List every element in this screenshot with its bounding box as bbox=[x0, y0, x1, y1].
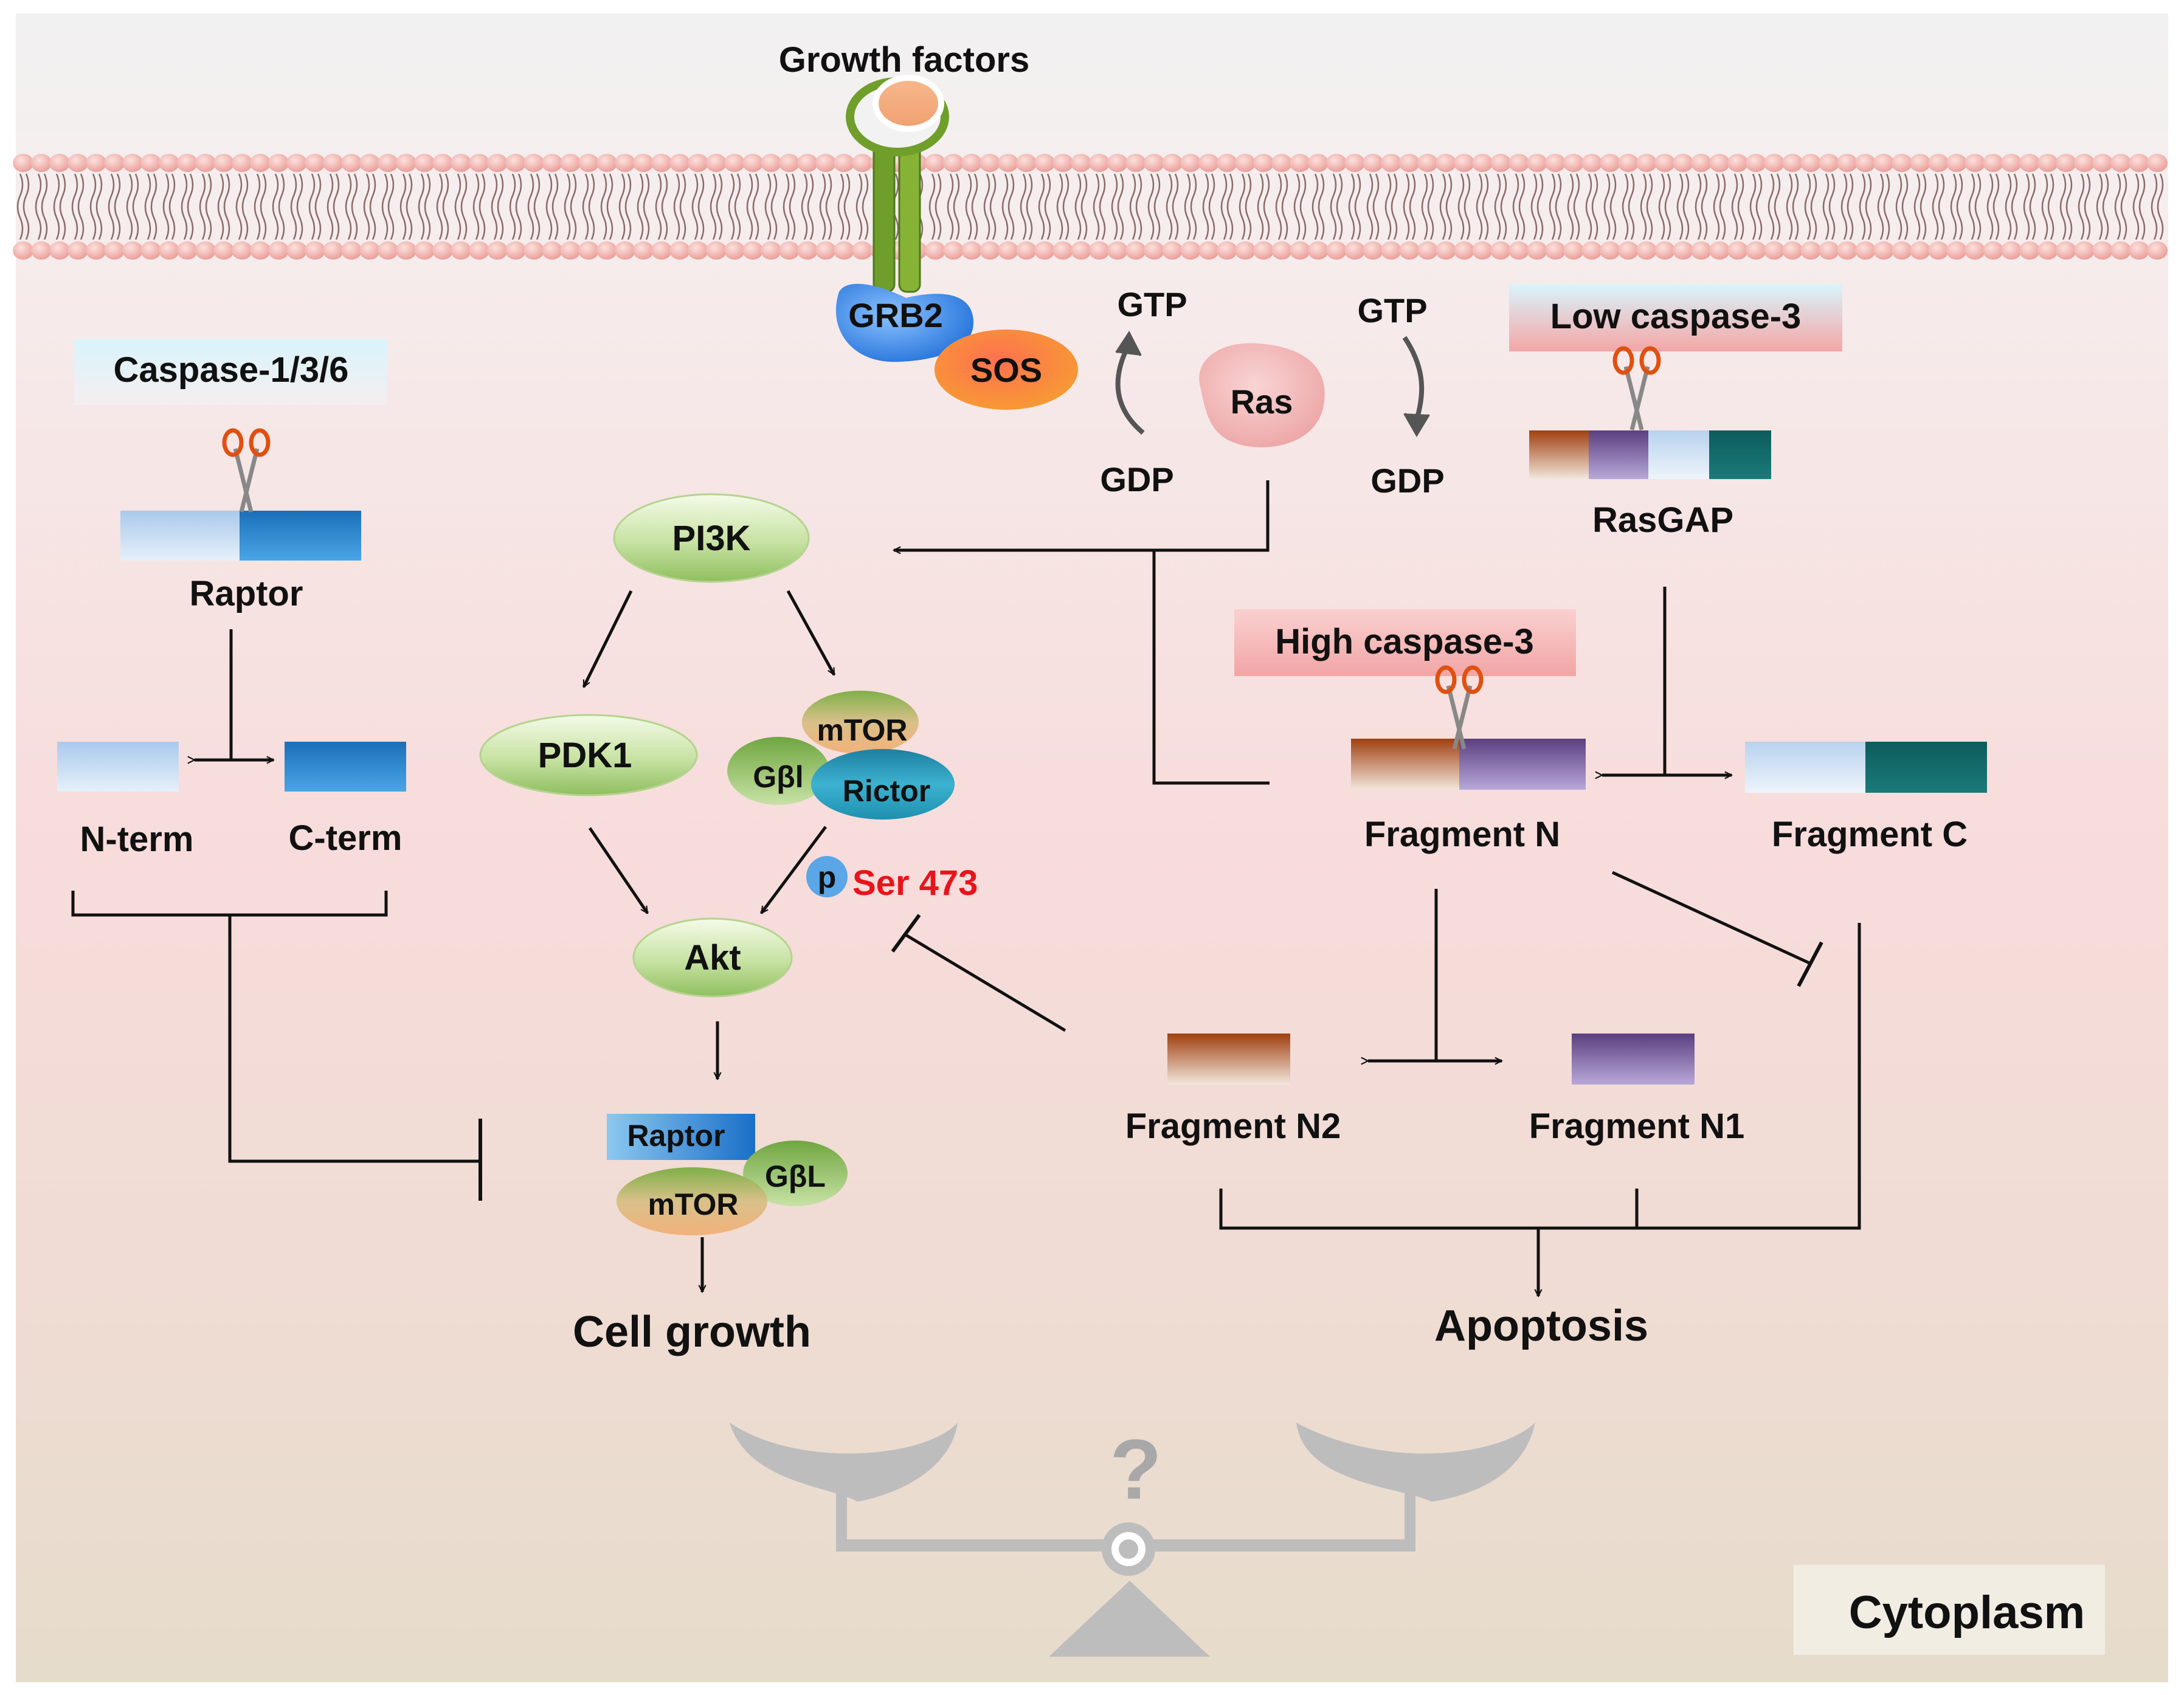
high-caspase-box bbox=[1234, 609, 1576, 676]
pi3k-label: PI3K bbox=[672, 519, 751, 558]
c-term-fragment bbox=[285, 742, 406, 792]
cell-membrane bbox=[13, 154, 2168, 260]
cytoplasm-box bbox=[1794, 1565, 2105, 1655]
scissors-icon bbox=[222, 428, 271, 513]
n-term-fragment bbox=[57, 742, 179, 792]
caspase-136-label: Caspase-1/3/6 bbox=[114, 350, 349, 390]
growth-factors-label: Growth factors bbox=[779, 40, 1030, 80]
balance-question-mark: ? bbox=[1110, 1421, 1162, 1517]
raptor-bar bbox=[120, 511, 361, 561]
mtorc1-mtor-label: mTOR bbox=[648, 1187, 738, 1221]
ras-protein bbox=[1199, 343, 1325, 447]
n2-inhibition-bar bbox=[891, 914, 921, 953]
caspase-136-box bbox=[74, 339, 387, 405]
phospho-label: p bbox=[818, 860, 837, 894]
fragment-n2-label: Fragment N2 bbox=[1125, 1106, 1341, 1146]
pi3k-to-mtorc2-arrow bbox=[786, 590, 836, 675]
mtorc2-gbl-label: Gβl bbox=[753, 760, 803, 794]
gdp-to-gtp-arrow bbox=[1115, 345, 1145, 435]
rasgap-label: RasGAP bbox=[1592, 500, 1733, 540]
fragment-n-label: Fragment N bbox=[1364, 815, 1560, 854]
fragment-n-bar bbox=[1351, 739, 1586, 790]
akt-label: Akt bbox=[684, 938, 741, 978]
pdk1-to-akt-arrow bbox=[588, 827, 649, 913]
scissors-icon bbox=[1435, 665, 1484, 750]
low-caspase-box bbox=[1509, 285, 1842, 351]
ras-label: Ras bbox=[1231, 382, 1293, 421]
akt-node bbox=[632, 917, 793, 998]
mtorc1-raptor-label: Raptor bbox=[627, 1119, 725, 1153]
low-caspase-label: Low caspase-3 bbox=[1550, 297, 1802, 336]
pi3k-node bbox=[613, 493, 810, 583]
c-term-label: C-term bbox=[289, 818, 403, 858]
balance-scale-icon bbox=[730, 1423, 1535, 1657]
mtorc1-complex bbox=[607, 1114, 848, 1235]
growth-factor-receptor bbox=[846, 75, 949, 293]
rasgap-bar bbox=[1529, 430, 1771, 479]
cell-growth-label: Cell growth bbox=[573, 1308, 811, 1356]
pi3k-to-pdk1-arrow bbox=[582, 590, 633, 687]
growth-factor-ligand bbox=[873, 75, 944, 132]
gtp-right-label: GTP bbox=[1357, 291, 1427, 330]
sos-protein bbox=[935, 330, 1078, 410]
n2-inhibits-ser473 bbox=[905, 933, 1066, 1032]
raptor-fragments-bracket bbox=[71, 891, 480, 1163]
sos-label: SOS bbox=[970, 351, 1042, 389]
fragment-n-ras-link bbox=[1152, 550, 1270, 785]
gtp-to-gdp-arrow bbox=[1402, 336, 1425, 421]
rictor-label: Rictor bbox=[843, 774, 930, 808]
n-inhibits-c bbox=[1611, 871, 1812, 965]
pdk1-label: PDK1 bbox=[538, 736, 632, 775]
fragment-c-bar bbox=[1745, 742, 1987, 793]
grb2-protein bbox=[835, 283, 974, 362]
mtorc2-to-akt-arrow bbox=[759, 826, 828, 913]
gtp-left-label: GTP bbox=[1117, 285, 1187, 323]
apoptosis-label: Apoptosis bbox=[1434, 1302, 1648, 1350]
cytoplasm-label: Cytoplasm bbox=[1849, 1587, 2086, 1638]
gdp-right-label: GDP bbox=[1370, 461, 1444, 500]
phosphate-icon bbox=[806, 856, 848, 897]
n-inhibition-bar bbox=[1797, 941, 1823, 987]
fragment-n2-bar bbox=[1167, 1034, 1290, 1085]
gdp-left-label: GDP bbox=[1100, 460, 1173, 499]
grb2-label: GRB2 bbox=[848, 296, 943, 334]
ser473-label: Ser 473 bbox=[852, 863, 978, 903]
n-term-label: N-term bbox=[80, 820, 194, 859]
mtorc1-gbl-label: GβL bbox=[765, 1159, 826, 1193]
ras-to-pi3k-arrow bbox=[894, 480, 1270, 550]
high-caspase-label: High caspase-3 bbox=[1275, 622, 1534, 661]
raptor-label: Raptor bbox=[190, 574, 303, 613]
pdk1-node bbox=[479, 714, 698, 796]
fragment-n1-bar bbox=[1572, 1034, 1695, 1085]
fragment-n1-label: Fragment N1 bbox=[1529, 1106, 1745, 1146]
mtorc2-complex bbox=[727, 691, 955, 820]
mtorc2-mtor-label: mTOR bbox=[817, 713, 907, 747]
scissors-icon bbox=[1612, 346, 1661, 430]
fragment-c-label: Fragment C bbox=[1772, 815, 1968, 854]
